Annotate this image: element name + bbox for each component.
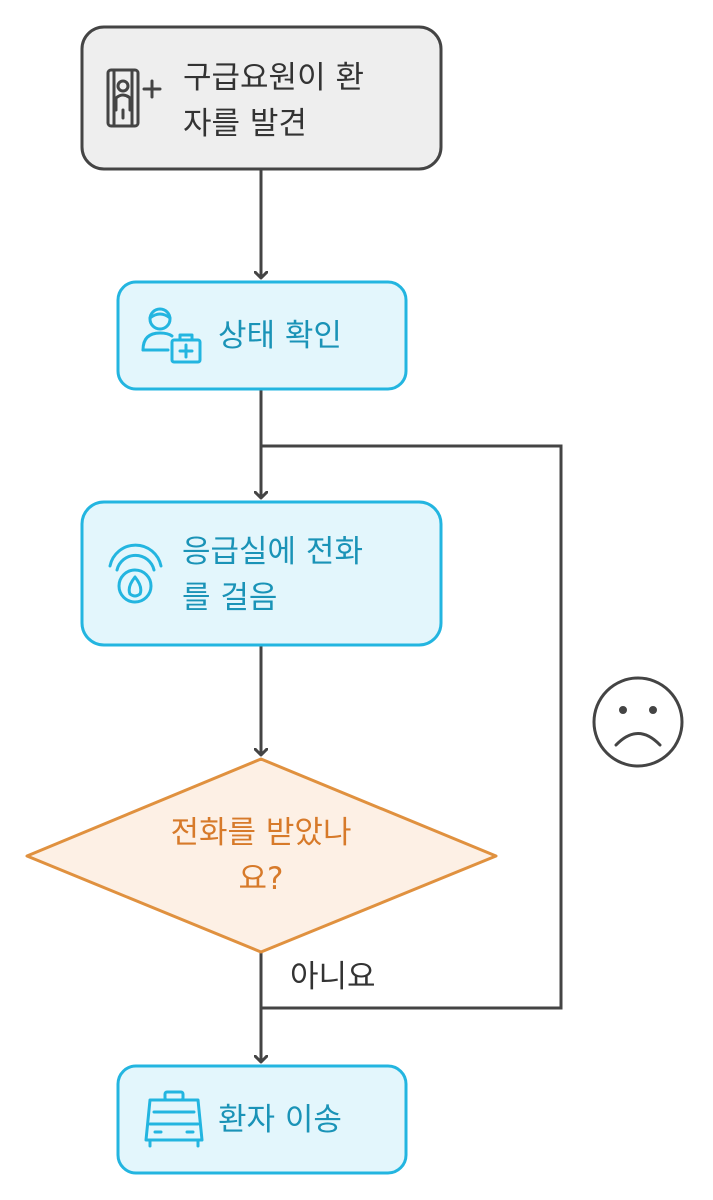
- node-decision-label-line2: 요?: [239, 861, 284, 897]
- node-check-label: 상태 확인: [218, 318, 342, 354]
- edge-no-loop: [261, 444, 563, 1010]
- node-transport-label: 환자 이송: [218, 1102, 342, 1138]
- node-call-box: [80, 500, 443, 647]
- edge-no-label: 아니요: [290, 959, 376, 995]
- node-call-label-line2: 를 걸음: [182, 580, 277, 616]
- node-transport[interactable]: 환자 이송: [116, 1064, 408, 1175]
- medic-with-kit-icon: [141, 307, 202, 364]
- node-start[interactable]: 구급요원이 환 자를 발견: [80, 25, 443, 171]
- node-call[interactable]: 응급실에 전화 를 걸음: [80, 500, 443, 647]
- node-start-box: [80, 25, 443, 171]
- node-check[interactable]: 상태 확인: [116, 280, 408, 391]
- edges: [261, 170, 563, 1062]
- sad-face-icon: [592, 676, 684, 768]
- elevator-person-plus-icon: [106, 68, 162, 128]
- node-decision-diamond: [25, 757, 498, 954]
- node-transport-box: [116, 1064, 408, 1175]
- node-start-label-line1: 구급요원이 환: [183, 60, 364, 96]
- node-decision-label-line1: 전화를 받았나: [171, 815, 352, 851]
- emergency-signal-icon: [108, 543, 163, 604]
- node-start-label-line2: 자를 발견: [183, 106, 307, 142]
- node-call-label-line1: 응급실에 전화: [182, 534, 363, 570]
- ambulance-icon: [144, 1090, 204, 1148]
- node-decision[interactable]: 전화를 받았나 요?: [25, 757, 498, 954]
